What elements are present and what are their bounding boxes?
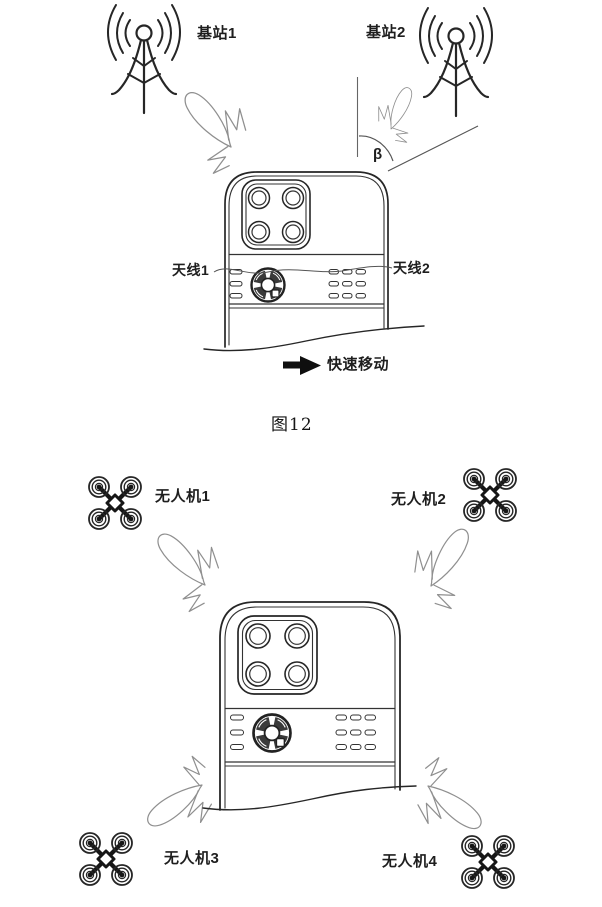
- reference-diagonal-line: [387, 125, 479, 172]
- ground-cut-line: [203, 325, 425, 352]
- antenna-band: [224, 707, 396, 767]
- base-station-1-label: 基站1: [197, 25, 237, 42]
- drone-4-label: 无人机4: [382, 853, 438, 870]
- antenna-slot-grid-right: [335, 714, 376, 750]
- beam-lobe-icon-drone4: [398, 755, 498, 851]
- phone-inner-outline: [228, 175, 385, 346]
- figure-bottom-drawing: [80, 469, 516, 888]
- speaker-fan-icon: [252, 269, 285, 302]
- angle-beta-label: β: [373, 146, 383, 163]
- camera-lens: [245, 661, 271, 687]
- angle-arc: [358, 135, 394, 162]
- fast-move-label: 快速移动: [327, 356, 390, 373]
- phone-outline: [219, 601, 401, 811]
- beam-lobe-icon-drone2: [398, 514, 489, 613]
- drone-1-label: 无人机1: [155, 488, 211, 505]
- ground-cut-line: [202, 785, 417, 811]
- camera-lens: [281, 186, 305, 210]
- base-station-1-tower-icon: [106, 3, 182, 115]
- beam-lobe-icon-bs1: [165, 73, 264, 177]
- camera-lens: [284, 661, 310, 687]
- antenna-slot-column-left: [230, 714, 244, 750]
- camera-lens: [284, 623, 310, 649]
- camera-lens: [281, 220, 305, 244]
- phone-bottom-figure: [202, 601, 417, 811]
- beam-lobe-icon-drone1: [139, 514, 237, 615]
- figure-caption: 图12: [271, 415, 313, 435]
- drone-4-icon: [462, 836, 514, 888]
- antenna-slot-column-left: [229, 269, 243, 299]
- camera-module-icon: [237, 615, 318, 695]
- antenna-slot-grid-right: [328, 269, 366, 299]
- drone-3-icon: [80, 833, 132, 885]
- phone-inner-outline: [224, 606, 396, 809]
- phone-outline: [224, 171, 389, 348]
- base-station-2-label: 基站2: [366, 24, 406, 41]
- speaker-fan-icon: [254, 715, 291, 752]
- drone-2-icon: [464, 469, 516, 521]
- beam-lobe-icon-drone3: [132, 753, 231, 849]
- camera-module-icon: [241, 179, 311, 250]
- camera-lens: [245, 623, 271, 649]
- antenna-2-label: 天线2: [393, 260, 431, 276]
- antenna-leader-line: [213, 265, 393, 274]
- beam-lobe-icon-bs2: [369, 79, 426, 145]
- base-station-2-tower-icon: [418, 6, 494, 118]
- drone-3-label: 无人机3: [164, 850, 220, 867]
- camera-lens: [247, 186, 271, 210]
- figure-top-drawing: [106, 3, 494, 375]
- antenna-band: [228, 253, 385, 309]
- phone-top-figure: [203, 171, 425, 352]
- fast-move-arrow-icon: [283, 356, 321, 375]
- drone-2-label: 无人机2: [391, 491, 447, 508]
- camera-lens: [247, 220, 271, 244]
- antenna-1-label: 天线1: [172, 262, 210, 278]
- drone-1-icon: [89, 477, 141, 529]
